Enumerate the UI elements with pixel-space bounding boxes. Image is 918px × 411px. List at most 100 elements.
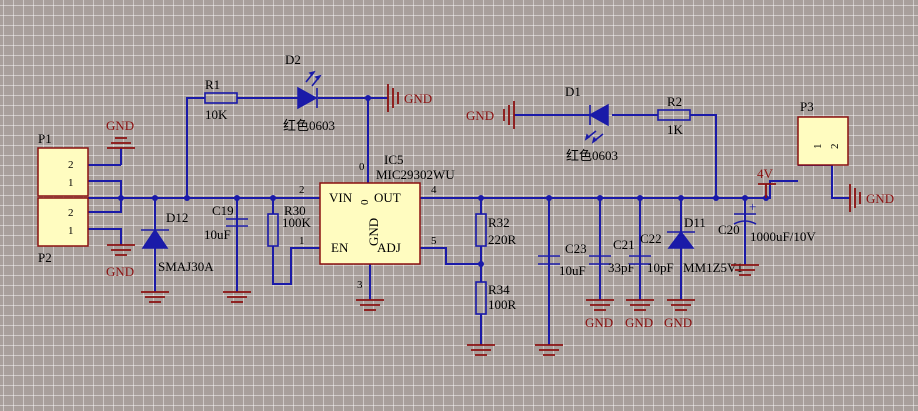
gnd-symbol-c20 xyxy=(731,264,759,276)
wire-input-bottom xyxy=(88,198,122,213)
r34-value: 100R xyxy=(488,297,517,312)
wire-p3-gnd xyxy=(798,164,850,199)
c19-value: 10uF xyxy=(204,227,231,242)
c22-value: 10pF xyxy=(647,260,674,275)
wire-r30-en xyxy=(272,246,320,285)
gnd-symbol-p2: GND xyxy=(106,244,135,279)
capacitor-c21[interactable]: C21 33pF xyxy=(589,237,635,275)
wire-r2-right xyxy=(690,114,717,198)
connector-p3[interactable]: P3 1 2 xyxy=(797,99,849,166)
c21-ref: C21 xyxy=(613,237,635,252)
led-d2[interactable]: D2 红色0603 xyxy=(283,52,335,133)
c21-value: 33pF xyxy=(608,260,635,275)
wire-p2-gnd xyxy=(88,228,122,245)
gnd-label: GND xyxy=(404,91,432,106)
gnd-symbol-c23 xyxy=(535,344,563,356)
r30-ref: R30 xyxy=(284,203,306,218)
resistor-r34[interactable]: R34 100R xyxy=(475,281,517,315)
gnd-symbol-d1: GND xyxy=(466,101,515,129)
gnd-symbol-d12 xyxy=(141,291,169,303)
wire-adj xyxy=(420,247,481,265)
gnd-label: GND xyxy=(625,315,653,330)
ic-pin-gnd: GND xyxy=(366,218,381,246)
r34-ref: R34 xyxy=(488,282,510,297)
capacitor-c19[interactable]: C19 10uF xyxy=(204,203,248,242)
ic-pin-number: 4 xyxy=(431,184,437,196)
gnd-label: GND xyxy=(585,315,613,330)
zener-d11[interactable]: D11 MM1Z5V1 xyxy=(667,215,743,275)
gnd-label: GND xyxy=(106,118,134,133)
capacitor-c20[interactable]: + C20 1000uF/10V xyxy=(718,199,816,244)
r1-ref: R1 xyxy=(205,77,220,92)
ic-regulator[interactable]: VIN OUT EN ADJ GND 0 0 2 1 4 5 3 IC5 MIC… xyxy=(299,152,455,291)
c19-ref: C19 xyxy=(212,203,234,218)
p2-pin-label: 2 xyxy=(68,207,74,219)
ic-pin0-inner: 0 xyxy=(359,199,371,205)
r1-value: 10K xyxy=(205,107,228,122)
gnd-label: GND xyxy=(866,191,894,206)
p3-pin-label: 2 xyxy=(829,144,841,150)
d12-ref: D12 xyxy=(166,210,188,225)
ic-ref: IC5 xyxy=(384,152,404,167)
c23-ref: C23 xyxy=(565,241,587,256)
gnd-symbol-ic xyxy=(356,299,384,311)
p2-pin-label: 1 xyxy=(68,225,74,237)
ic-part-number: MIC29302WU xyxy=(376,167,455,182)
gnd-symbol-d11: GND xyxy=(664,299,695,330)
r32-value: 220R xyxy=(488,232,517,247)
net-label-4v: 4V xyxy=(757,166,776,198)
gnd-symbol-c19 xyxy=(223,291,251,303)
p2-ref: P2 xyxy=(38,250,52,265)
gnd-symbol-c21: GND xyxy=(585,299,614,330)
d12-value: SMAJ30A xyxy=(158,259,214,274)
resistor-r2[interactable]: R2 1K xyxy=(657,94,691,137)
d11-value: MM1Z5V1 xyxy=(683,260,743,275)
d1-ref: D1 xyxy=(565,84,581,99)
resistor-r32[interactable]: R32 220R xyxy=(475,213,517,247)
gnd-symbol-p3: GND xyxy=(849,184,894,212)
gnd-label: GND xyxy=(106,264,134,279)
p1-pin-label: 1 xyxy=(68,177,74,189)
gnd-label: GND xyxy=(664,315,692,330)
zener-d12[interactable]: D12 SMAJ30A xyxy=(141,210,214,274)
d11-ref: D11 xyxy=(684,215,706,230)
gnd-symbol-d2: GND xyxy=(387,84,432,112)
c23-value: 10uF xyxy=(559,263,586,278)
connector-p1[interactable]: P1 2 1 xyxy=(37,131,89,197)
ic-pin-adj: ADJ xyxy=(377,240,401,255)
capacitor-c22[interactable]: C22 10pF xyxy=(629,231,674,275)
led-d1[interactable]: D1 红色0603 xyxy=(565,84,618,163)
r2-value: 1K xyxy=(667,122,684,137)
gnd-symbol-p1: GND xyxy=(106,118,135,149)
gnd-symbol-c22: GND xyxy=(625,299,654,330)
ic-pin-out: OUT xyxy=(374,190,401,205)
wire-output-rail xyxy=(420,180,798,199)
d2-ref: D2 xyxy=(285,52,301,67)
p1-ref: P1 xyxy=(38,131,52,146)
capacitor-c23[interactable]: C23 10uF xyxy=(538,241,587,278)
d2-value: 红色0603 xyxy=(283,118,335,133)
ic-pin-number: 1 xyxy=(299,235,305,247)
ic-pin-vin: VIN xyxy=(329,190,353,205)
resistor-r1[interactable]: R1 10K xyxy=(204,77,238,122)
net-4v-label: 4V xyxy=(757,166,774,181)
r32-ref: R32 xyxy=(488,215,510,230)
p3-pin-label: 1 xyxy=(812,144,824,150)
ic-pin-number: 2 xyxy=(299,184,305,196)
gnd-label: GND xyxy=(466,108,494,123)
ic-pin-number: 3 xyxy=(357,279,363,291)
junction-dots xyxy=(118,95,769,267)
connector-p2[interactable]: P2 2 1 xyxy=(37,197,89,265)
r30-value: 100K xyxy=(282,215,312,230)
c22-ref: C22 xyxy=(640,231,662,246)
r2-ref: R2 xyxy=(667,94,682,109)
p1-pin-label: 2 xyxy=(68,159,74,171)
p3-ref: P3 xyxy=(800,99,814,114)
c20-ref: C20 xyxy=(718,222,740,237)
c20-polarity: + xyxy=(749,199,756,214)
resistor-r30[interactable]: R30 100K xyxy=(267,203,312,247)
gnd-symbol-r34 xyxy=(467,344,495,356)
ic-pin-en: EN xyxy=(331,240,349,255)
